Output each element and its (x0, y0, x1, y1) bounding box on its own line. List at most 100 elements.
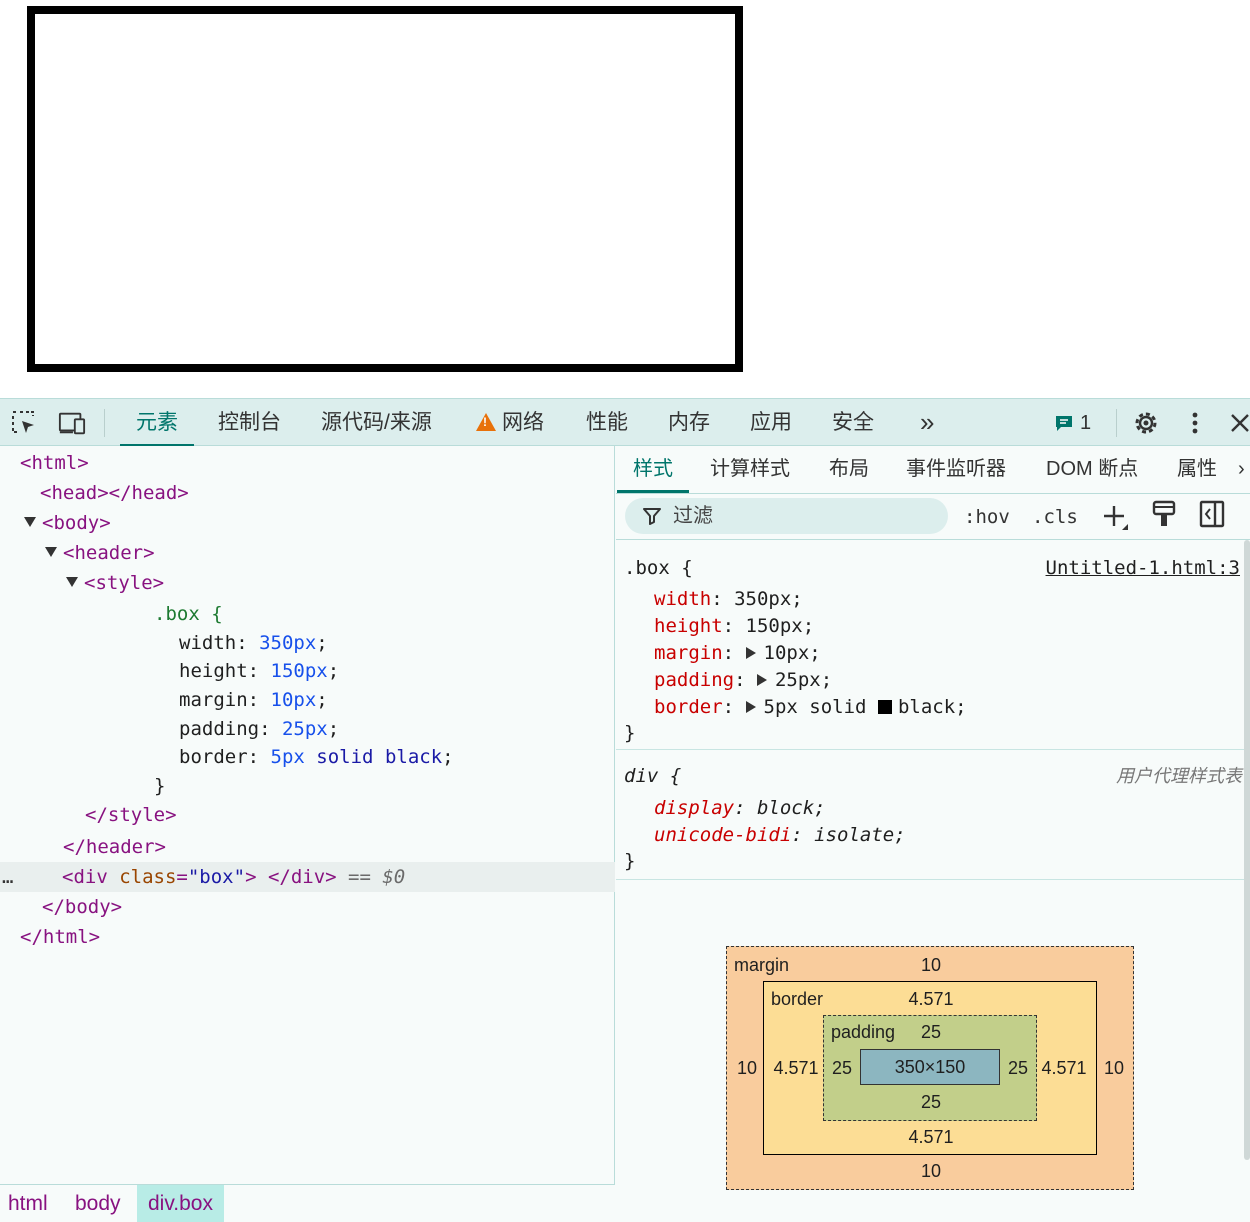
styles-scrollbar[interactable] (1244, 540, 1250, 1160)
rule-selector[interactable]: div { (624, 765, 682, 787)
border-bottom-value[interactable]: 4.571 (908, 1127, 954, 1147)
prop-value: 5px solid (763, 696, 867, 718)
tab-performance[interactable]: 性能 (586, 411, 628, 434)
tab-layout[interactable]: 布局 (829, 458, 869, 480)
more-tabs-button[interactable]: » (920, 407, 935, 437)
toolbar-divider (1116, 409, 1117, 437)
border-left-value[interactable]: 4.571 (773, 1058, 819, 1078)
hov-button[interactable]: :hov (964, 506, 1010, 528)
expand-triangle-icon[interactable] (756, 674, 767, 686)
toggle-sidebar-icon[interactable] (1199, 500, 1225, 530)
filter-input[interactable]: 过滤 (625, 498, 948, 534)
tab-properties[interactable]: 属性 (1177, 458, 1217, 480)
border-top-value[interactable]: 4.571 (908, 989, 954, 1009)
issues-button[interactable]: 1 (1054, 409, 1104, 437)
gear-icon[interactable] (1132, 409, 1160, 437)
close-icon[interactable] (1226, 409, 1250, 437)
box-model-margin[interactable]: margin 10 10 10 10 border 4.571 4.571 4.… (726, 946, 1134, 1190)
add-rule-icon[interactable] (1102, 504, 1130, 534)
expand-triangle-icon[interactable] (24, 517, 36, 527)
page-viewport (0, 0, 1250, 398)
padding-right-value[interactable]: 25 (1007, 1058, 1029, 1078)
rule-close: } (624, 850, 636, 872)
selected-node-highlight (0, 862, 615, 892)
node-ellipsis-button[interactable]: … (2, 866, 14, 888)
expand-triangle-icon[interactable] (745, 701, 756, 713)
margin-bottom-value[interactable]: 10 (920, 1161, 942, 1181)
css-prop: margin: (179, 689, 271, 711)
dom-node-head[interactable]: <head></head> (40, 482, 189, 504)
prop-name: display (654, 797, 735, 819)
dom-node-header[interactable]: <header> (45, 538, 155, 568)
expand-triangle-icon[interactable] (66, 577, 78, 587)
dom-node-div-box[interactable]: <div class="box"> </div> == $0 (62, 866, 406, 888)
tab-network[interactable]: 网络 (476, 399, 544, 446)
chevron-right-icon[interactable]: › (1238, 458, 1245, 480)
tab-security[interactable]: 安全 (832, 411, 874, 434)
tab-computed[interactable]: 计算样式 (710, 458, 790, 480)
prop-display: display: block; (654, 797, 826, 819)
css-value: 10px (270, 689, 317, 711)
box-model-border[interactable]: border 4.571 4.571 4.571 4.571 padding 2… (763, 981, 1097, 1155)
more-vert-icon[interactable] (1181, 409, 1209, 437)
dom-div-close: > </div> (245, 866, 337, 888)
expand-triangle-icon[interactable] (745, 647, 756, 659)
issues-count: 1 (1080, 411, 1092, 434)
rule-selector[interactable]: .box { (624, 557, 693, 579)
tab-elements[interactable]: 元素 (120, 399, 194, 447)
device-toolbar-icon[interactable] (58, 409, 86, 437)
border-right-value[interactable]: 4.571 (1041, 1058, 1087, 1078)
padding-top-value[interactable]: 25 (920, 1022, 942, 1042)
dom-node-html[interactable]: <html> (20, 452, 89, 474)
padding-left-value[interactable]: 25 (831, 1058, 853, 1078)
prop-padding[interactable]: padding: 25px; (654, 669, 833, 691)
dom-body-close[interactable]: </body> (42, 896, 123, 918)
prop-width[interactable]: width: 350px; (654, 588, 803, 610)
prop-unicode-bidi: unicode-bidi: isolate; (654, 824, 906, 846)
prop-value: 10px; (763, 642, 821, 664)
css-rule-div-ua: div { 用户代理样式表 display: block; unicode-bi… (616, 751, 1250, 880)
box-model-content[interactable]: 350×150 (860, 1049, 1000, 1085)
dom-node-body[interactable]: <body> (24, 508, 111, 538)
dom-html-close[interactable]: </html> (20, 926, 101, 948)
tab-application[interactable]: 应用 (750, 411, 792, 434)
paint-brush-icon[interactable] (1152, 500, 1176, 530)
box-model-padding[interactable]: padding 25 25 25 25 350×150 (823, 1015, 1037, 1121)
tab-memory[interactable]: 内存 (668, 411, 710, 434)
message-icon (1056, 416, 1072, 431)
prop-border[interactable]: border: 5px solid black; (654, 696, 967, 718)
dom-node-style[interactable]: <style> (66, 568, 164, 598)
tab-styles[interactable]: 样式 (617, 446, 689, 493)
prop-name: border (654, 696, 723, 718)
margin-top-value[interactable]: 10 (920, 955, 942, 975)
tab-dom-breakpoints[interactable]: DOM 断点 (1046, 458, 1139, 480)
prop-value: 25px; (774, 669, 833, 691)
tab-console[interactable]: 控制台 (218, 411, 281, 434)
dom-style-close[interactable]: </style> (85, 804, 177, 826)
margin-left-value[interactable]: 10 (736, 1058, 758, 1078)
prop-name: width (654, 588, 712, 610)
css-prop: padding: (179, 718, 282, 740)
dom-header-close[interactable]: </header> (63, 836, 166, 858)
styles-filter-row: 过滤 :hov .cls (616, 494, 1250, 540)
breadcrumb-body[interactable]: body (75, 1192, 121, 1215)
expand-triangle-icon[interactable] (45, 547, 57, 557)
breadcrumb-html[interactable]: html (8, 1192, 48, 1215)
tab-event-listeners[interactable]: 事件监听器 (906, 458, 1006, 480)
prop-margin[interactable]: margin: 10px; (654, 642, 821, 664)
margin-right-value[interactable]: 10 (1103, 1058, 1125, 1078)
source-link[interactable]: Untitled-1.html:3 (1045, 557, 1240, 579)
css-value: 5px (270, 746, 305, 768)
warning-icon (476, 413, 496, 431)
tab-sources[interactable]: 源代码/来源 (321, 411, 432, 434)
prop-value: block; (756, 797, 826, 819)
rendered-box[interactable] (27, 6, 743, 372)
inspect-icon[interactable] (10, 409, 38, 437)
cls-button[interactable]: .cls (1032, 506, 1078, 528)
css-prop: height: (179, 660, 271, 682)
color-swatch[interactable] (877, 700, 892, 714)
padding-bottom-value[interactable]: 25 (920, 1092, 942, 1112)
content-size-value[interactable]: 350×150 (894, 1057, 966, 1077)
breadcrumb-div-box[interactable]: div.box (137, 1185, 224, 1222)
prop-height[interactable]: height: 150px; (654, 615, 815, 637)
